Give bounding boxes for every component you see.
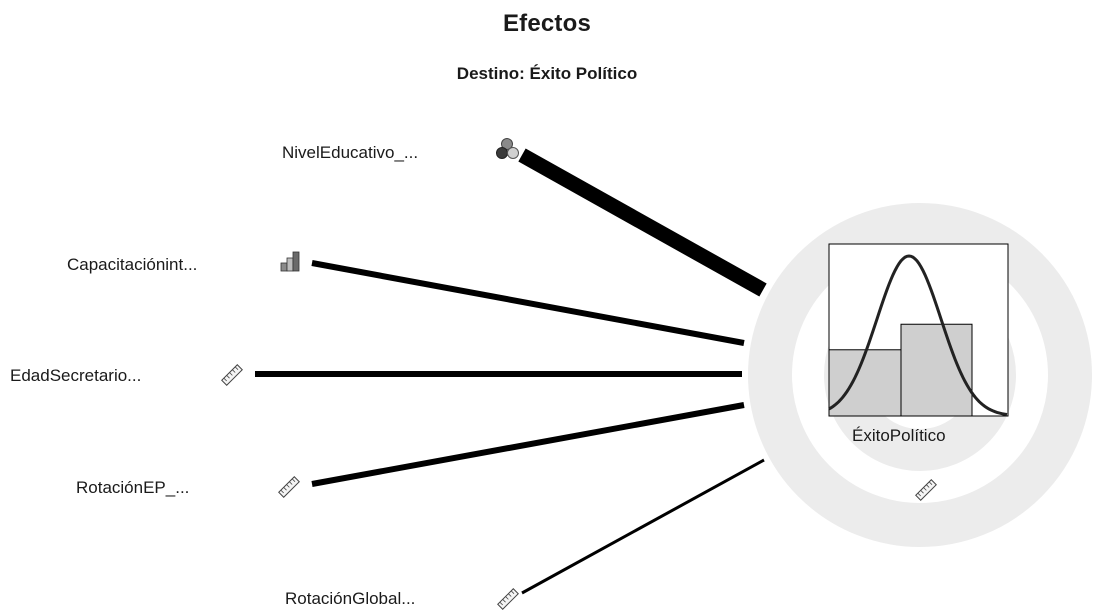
predictor-label-nivel-educativo[interactable]: NivelEducativo_... — [282, 143, 419, 162]
ruler-icon — [221, 364, 243, 386]
predictor-label-capacitacion[interactable]: Capacitaciónint... — [67, 255, 198, 274]
ordinal-bars-icon — [280, 251, 300, 272]
normal-curve — [828, 254, 1008, 416]
effect-line-capacitacion[interactable] — [311, 260, 745, 346]
chart-subtitle: Destino: Éxito Político — [456, 64, 638, 83]
chart-title: Efectos — [502, 10, 592, 37]
effect-line-rotacion-ep[interactable] — [311, 402, 745, 487]
ruler-icon — [278, 476, 300, 498]
predictor-label-rotacion-ep[interactable]: RotaciónEP_... — [76, 478, 190, 497]
nominal-circles-icon — [496, 138, 519, 159]
histogram-bar-1 — [828, 349, 902, 417]
target-ring-outer — [748, 203, 1092, 547]
predictor-label-edad-secretario[interactable]: EdadSecretario... — [10, 366, 142, 385]
ruler-icon — [915, 479, 937, 501]
effect-line-rotacion-global[interactable] — [521, 458, 765, 595]
ruler-icon — [497, 588, 519, 610]
target-label[interactable]: ÉxitoPolítico — [852, 426, 946, 445]
target-histogram — [828, 243, 1009, 417]
predictor-label-rotacion-global[interactable]: RotaciónGlobal... — [285, 589, 416, 608]
histogram-bar-2 — [900, 323, 973, 417]
effect-line-nivel-educativo[interactable] — [518, 148, 767, 297]
